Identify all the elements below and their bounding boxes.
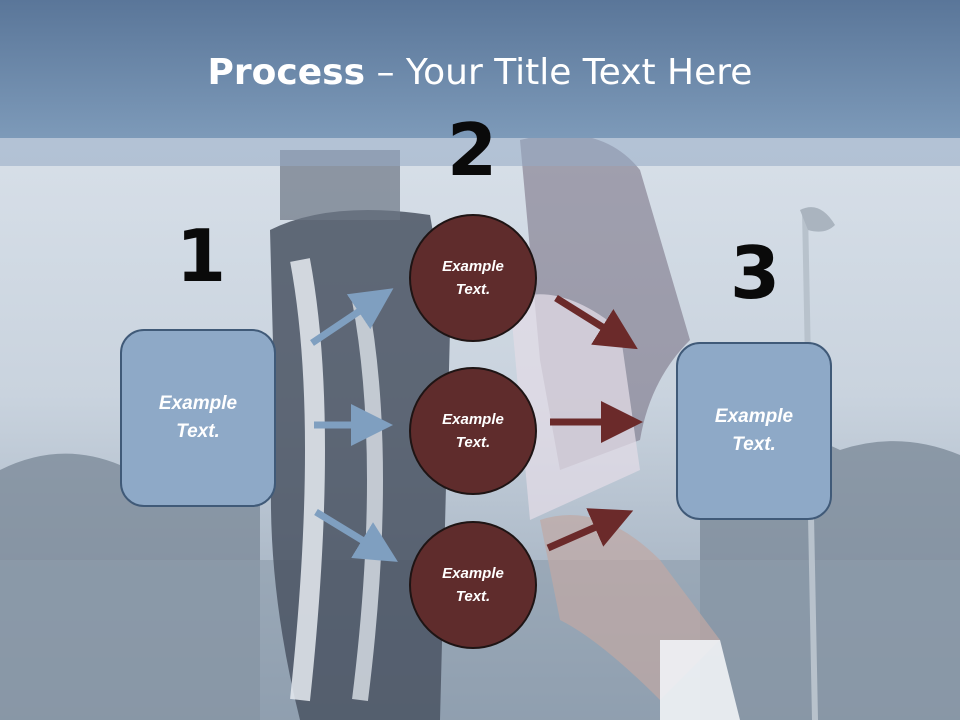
title-banner-strip bbox=[0, 138, 960, 166]
left-text-box[interactable]: Example Text. bbox=[120, 329, 276, 507]
left-text-box-label: Example Text. bbox=[158, 392, 238, 443]
circle-bottom-label: Example Text. bbox=[442, 564, 504, 605]
step-number-1: 1 bbox=[176, 214, 227, 298]
slide-title-rest: – Your Title Text Here bbox=[365, 52, 753, 93]
slide-title-bold: Process bbox=[207, 52, 366, 93]
arrow-left-to-bottom bbox=[314, 509, 398, 562]
title-banner bbox=[0, 0, 960, 138]
step-number-3: 3 bbox=[730, 231, 781, 315]
circle-top[interactable]: Example Text. bbox=[409, 214, 537, 342]
circle-top-label: Example Text. bbox=[442, 257, 504, 298]
step-number-2: 2 bbox=[447, 108, 498, 192]
right-text-box-label: Example Text. bbox=[714, 405, 794, 456]
circle-middle-label: Example Text. bbox=[442, 410, 504, 451]
circle-middle[interactable]: Example Text. bbox=[409, 367, 537, 495]
circle-bottom[interactable]: Example Text. bbox=[409, 521, 537, 649]
arrow-top-to-right bbox=[554, 295, 638, 350]
slide-title: Process – Your Title Text Here bbox=[0, 52, 960, 93]
arrow-left-to-top bbox=[310, 288, 394, 346]
right-text-box[interactable]: Example Text. bbox=[676, 342, 832, 520]
arrow-bottom-to-right bbox=[546, 508, 634, 552]
